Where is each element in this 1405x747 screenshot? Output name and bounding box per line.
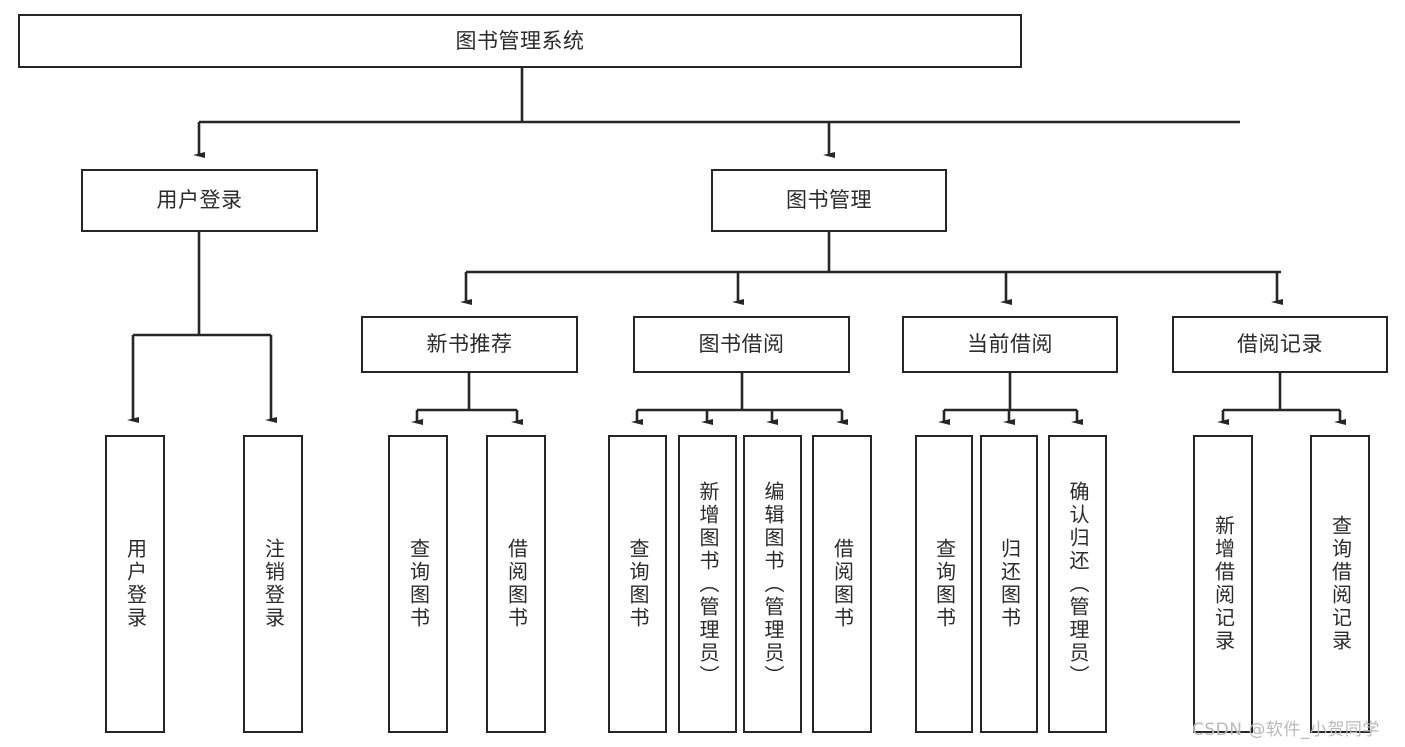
node-root-system[interactable]: 图书管理系统	[18, 14, 1022, 68]
leaf-label: 借阅图书	[830, 538, 855, 630]
leaf-label: 新增借阅记录	[1211, 515, 1236, 653]
leaf-node[interactable]: 查询图书	[608, 435, 667, 733]
watermark: CSDN @软件_小贺同学	[1192, 720, 1380, 740]
leaf-node[interactable]: 归还图书	[980, 435, 1038, 733]
leaf-label: 用户登录	[123, 538, 148, 630]
leaf-label: 借阅图书	[504, 538, 529, 630]
node-book-manage[interactable]: 图书管理	[711, 169, 947, 232]
node-label: 图书管理系统	[455, 28, 585, 53]
leaf-node[interactable]: 查询借阅记录	[1310, 435, 1370, 733]
leaf-node[interactable]: 新增借阅记录	[1193, 435, 1253, 733]
leaf-node[interactable]: 新增图书（管理员）	[678, 435, 737, 733]
leaf-node[interactable]: 查询图书	[915, 435, 973, 733]
leaf-node[interactable]: 注销登录	[243, 435, 303, 733]
leaf-node[interactable]: 编辑图书（管理员）	[743, 435, 802, 733]
leaf-label: 查询借阅记录	[1328, 515, 1353, 653]
leaf-node[interactable]: 确认归还（管理员）	[1048, 435, 1107, 733]
leaf-node[interactable]: 用户登录	[105, 435, 165, 733]
leaf-label: 新增图书（管理员）	[696, 480, 720, 688]
node-borrow-record[interactable]: 借阅记录	[1172, 316, 1388, 373]
node-user-login[interactable]: 用户登录	[81, 169, 318, 232]
node-label: 借阅记录	[1237, 332, 1323, 357]
node-label: 新书推荐	[426, 332, 513, 357]
leaf-node[interactable]: 查询图书	[388, 435, 448, 733]
leaf-label: 确认归还（管理员）	[1066, 480, 1090, 688]
leaf-label: 注销登录	[261, 538, 286, 630]
leaf-label: 查询图书	[932, 538, 957, 630]
leaf-label: 编辑图书（管理员）	[761, 480, 785, 688]
node-label: 用户登录	[156, 188, 243, 213]
leaf-label: 查询图书	[406, 538, 431, 630]
node-new-book-recommend[interactable]: 新书推荐	[361, 316, 578, 373]
node-label: 图书管理	[786, 188, 872, 213]
node-label: 图书借阅	[698, 332, 785, 357]
leaf-label: 查询图书	[626, 538, 650, 630]
leaf-node[interactable]: 借阅图书	[812, 435, 872, 733]
node-label: 当前借阅	[967, 332, 1053, 357]
leaf-label: 归还图书	[997, 538, 1022, 630]
node-current-borrow[interactable]: 当前借阅	[902, 316, 1118, 373]
leaf-node[interactable]: 借阅图书	[486, 435, 546, 733]
node-book-borrow[interactable]: 图书借阅	[633, 316, 850, 373]
